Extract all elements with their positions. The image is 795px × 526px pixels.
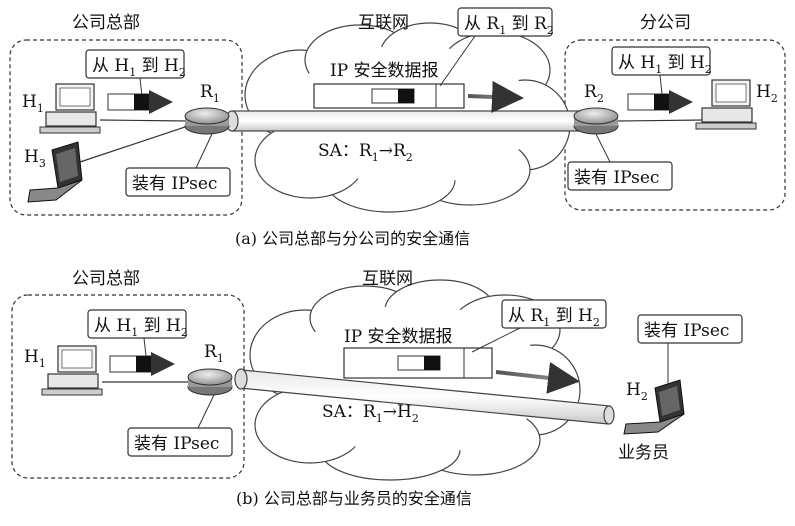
ipsec-callout-right-a: 装有 IPsec	[567, 133, 673, 191]
hq-boundary-b	[11, 294, 245, 479]
svg-text:从 H1 到 H2: 从 H1 到 H2	[94, 316, 188, 339]
h2-label-b: H2	[626, 380, 648, 403]
svg-text:装有 IPsec: 装有 IPsec	[132, 174, 217, 194]
callout-h1-h2-b: 从 H1 到 H2	[87, 309, 188, 357]
sa-label-a: SA：R1→R2	[318, 141, 413, 164]
packet-right-a	[627, 90, 693, 114]
callout-r1-h2-b: 从 R1 到 H2	[471, 299, 607, 353]
caption-b: (b) 公司总部与业务员的安全通信	[236, 489, 472, 508]
callout-h1-h2-left-a: 从 H1 到 H2	[85, 49, 186, 97]
hq-title-b: 公司总部	[72, 269, 140, 289]
r1-label-b: R1	[204, 342, 224, 365]
r2-router-icon	[573, 107, 619, 135]
caption-a: (a) 公司总部与分公司的安全通信	[235, 229, 470, 248]
h1-label-b: H1	[24, 347, 46, 370]
svg-text:装有 IPsec: 装有 IPsec	[134, 434, 219, 454]
hq-title-a: 公司总部	[72, 13, 140, 33]
packet-b	[109, 352, 175, 376]
h3-label: H3	[24, 147, 46, 170]
callout-r1-r2-a: 从 R1 到 R2	[439, 7, 554, 87]
tunnel-b	[234, 368, 615, 425]
packet-left-a	[107, 90, 173, 114]
svg-text:从 R1 到 R2: 从 R1 到 R2	[464, 14, 554, 37]
h1-label-a: H1	[22, 92, 44, 115]
svg-text:从 H1 到 H2: 从 H1 到 H2	[92, 56, 186, 79]
svg-text:装有 IPsec: 装有 IPsec	[644, 321, 729, 341]
sa-label-b: SA：R1→H2	[322, 402, 419, 425]
branch-title: 分公司	[640, 13, 691, 33]
svg-text:SA：R1→H2: SA：R1→H2	[322, 402, 419, 425]
ipsec-callout-left-b: 装有 IPsec	[127, 394, 233, 457]
r1-router-icon-b	[187, 368, 233, 396]
ipsec-callout-left-a: 装有 IPsec	[125, 133, 231, 197]
r1-router-icon-a	[184, 107, 230, 135]
branch-boundary	[564, 39, 786, 211]
svg-text:从 H1 到 H2: 从 H1 到 H2	[618, 53, 712, 76]
ip-secure-datagram-a: IP 安全数据报	[313, 61, 524, 113]
panel-b: 公司总部 互联网 SA：R1→H2 IP 安全数据	[11, 269, 743, 508]
callout-h1-h2-right-a: 从 H1 到 H2	[611, 46, 712, 95]
h1-computer-icon-a	[39, 83, 101, 134]
link-h1-r1-a	[99, 119, 189, 122]
ipsec-callout-laptop: 装有 IPsec	[637, 314, 743, 384]
h3-laptop-icon	[27, 141, 83, 203]
link-h3-r1	[79, 125, 189, 163]
internet-title-b: 互联网	[362, 269, 413, 289]
svg-text:IP 安全数据报: IP 安全数据报	[344, 327, 453, 347]
h2-computer-icon-a	[695, 79, 757, 130]
link-r2-h2	[617, 119, 706, 122]
r2-label: R2	[584, 82, 604, 105]
internet-title-a: 互联网	[358, 13, 409, 33]
svg-text:IP 安全数据报: IP 安全数据报	[330, 61, 439, 81]
ip-secure-datagram-b: IP 安全数据报	[343, 327, 580, 394]
panel-a: 公司总部 分公司 互联网 SA：R1→R2	[9, 7, 786, 248]
svg-text:从 R1 到 H2: 从 R1 到 H2	[508, 306, 600, 329]
svg-text:装有 IPsec: 装有 IPsec	[574, 168, 659, 188]
tunnel-a	[225, 110, 597, 132]
salesperson-label: 业务员	[618, 443, 669, 463]
svg-text:SA：R1→R2: SA：R1→R2	[318, 141, 413, 164]
r1-label-a: R1	[200, 82, 220, 105]
h2-label-a: H2	[756, 82, 778, 105]
h1-computer-icon-b	[41, 345, 103, 396]
h2-laptop-icon-b	[623, 379, 685, 435]
